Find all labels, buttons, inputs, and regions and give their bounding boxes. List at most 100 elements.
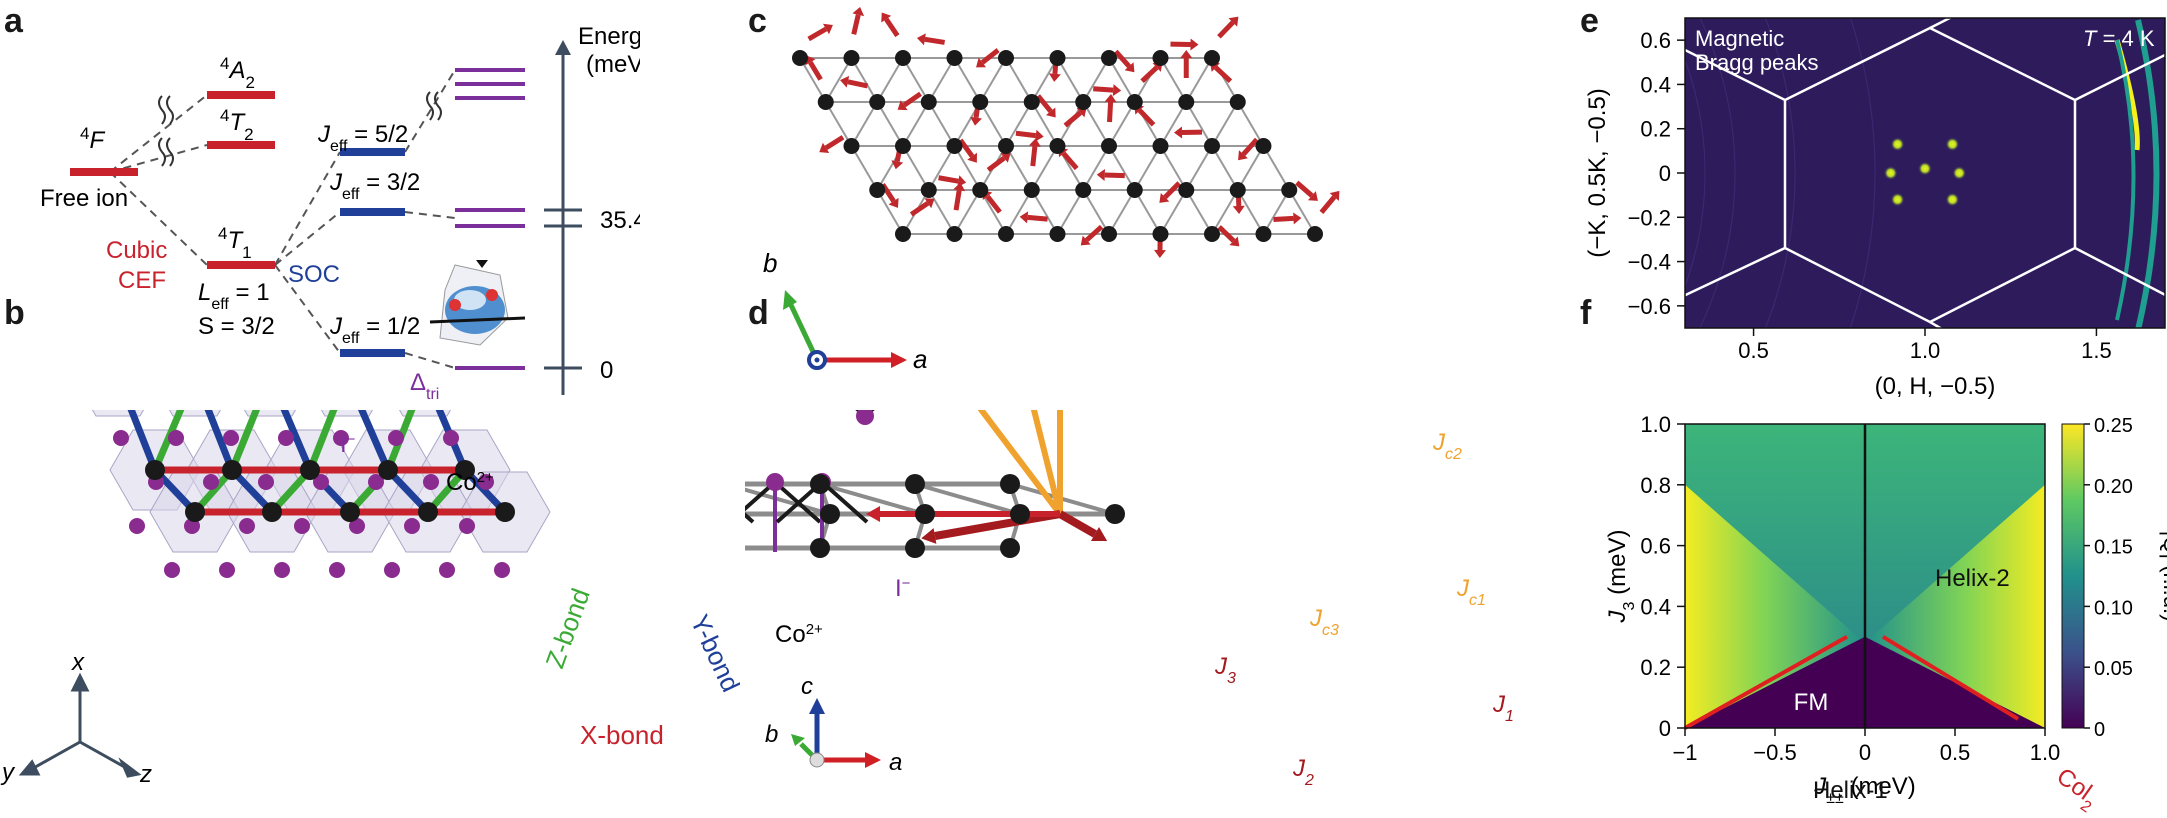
spin-arrowhead	[976, 57, 987, 68]
soc-label: SOC	[288, 261, 340, 288]
cobalt-atom	[920, 94, 937, 110]
lattice-edge	[1056, 189, 1085, 235]
svg-text:Jeff = 5/2: Jeff = 5/2	[317, 121, 408, 155]
cobalt-atom	[920, 182, 937, 198]
svg-text:4T1: 4T1	[218, 224, 252, 262]
col2-label: Col2	[2048, 763, 2104, 816]
cobalt-atom	[946, 138, 963, 154]
spin-arrow	[1241, 137, 1259, 156]
spin-arrow	[902, 91, 922, 108]
spin-arrow	[924, 36, 946, 45]
cobalt-atom	[1049, 50, 1066, 66]
cobalt-atom	[1049, 138, 1066, 154]
e-ytick-label: −0.2	[1628, 205, 1671, 230]
spin-arrow	[986, 155, 1006, 172]
spin-arrow	[1319, 195, 1337, 214]
lattice-edge	[1185, 189, 1213, 235]
axis-break-icon	[158, 91, 442, 167]
spin-arrow	[1273, 215, 1294, 222]
iodine-atom	[278, 430, 294, 446]
lattice-edge	[876, 101, 904, 147]
e-ytick-label: −0.4	[1628, 250, 1671, 275]
f-xlabel: J±± (meV)	[1813, 773, 1916, 807]
lattice-edge	[979, 101, 1007, 147]
lattice-edge	[1211, 189, 1239, 235]
octahedron	[168, 410, 222, 417]
svg-text:z: z	[139, 761, 152, 788]
lattice-edge	[1082, 189, 1110, 235]
lattice-edge	[819, 482, 926, 516]
helix1-label: Helix-1	[1813, 777, 1888, 804]
cobalt-atom	[1023, 182, 1040, 198]
spin-arrow	[1085, 224, 1104, 242]
cobalt-atom	[905, 474, 925, 494]
spin-arrow	[884, 17, 900, 38]
cobalt-atom	[792, 50, 808, 66]
svg-text:4T2: 4T2	[220, 106, 254, 144]
spin-arrow	[1295, 180, 1314, 198]
spin-arrowhead	[967, 152, 977, 163]
y-bond	[280, 410, 314, 472]
spin-arrowhead	[822, 23, 833, 35]
svg-text:Jeff = 1/2: Jeff = 1/2	[329, 313, 420, 347]
cobalt-atom	[1000, 474, 1020, 494]
region-fm	[1685, 636, 1865, 728]
spin-arrow	[1217, 20, 1235, 39]
svg-text:x: x	[71, 649, 85, 676]
svg-text:a: a	[913, 344, 927, 374]
iodine-atom	[439, 562, 455, 578]
panel-label-b: b	[4, 294, 25, 332]
f-ytick-label: 0.4	[1640, 594, 1671, 619]
cobalt-atom	[1255, 138, 1272, 154]
cobalt-atom	[418, 502, 438, 522]
iodine-atom	[459, 518, 475, 534]
abc-axes-icon	[791, 698, 881, 768]
spin-arrow	[958, 138, 975, 158]
iodine-atom	[113, 430, 129, 446]
spin-arrowhead	[1293, 212, 1302, 225]
cobalt-atom	[1152, 138, 1169, 154]
lattice-edge	[1030, 145, 1059, 191]
cobalt-atom	[895, 50, 911, 66]
lattice-edge	[1262, 189, 1291, 235]
f-xtick-label: 1.0	[2030, 740, 2061, 765]
boundary-helix1-fm	[1684, 635, 1848, 730]
j2-arrow-head	[921, 528, 937, 544]
lattice-edge	[1185, 101, 1213, 147]
panel-label-d: d	[748, 294, 769, 332]
svg-text:J2: J2	[1292, 755, 1314, 789]
exchange-paths-lattice: a c b I− Co2+ Jc2 Jc3 Jc1 J1 J2 J3	[745, 410, 1514, 789]
boundary-col2-fm	[1881, 635, 2020, 721]
e-xtick-label: 0.5	[1738, 338, 1769, 363]
svg-text:Jc3: Jc3	[1309, 605, 1339, 639]
cobalt-atom	[1126, 182, 1143, 198]
e-ytick-label: 0.4	[1640, 72, 1671, 97]
lattice-edge	[824, 57, 853, 103]
lattice-edge	[914, 482, 1021, 516]
spin-arrow	[938, 175, 959, 184]
lattice-edge	[850, 101, 879, 147]
iodine-atom	[294, 518, 310, 534]
svg-text:I−: I−	[895, 575, 911, 603]
cobalt-atom	[1178, 94, 1195, 110]
x-bond-label: X-bond	[580, 720, 664, 750]
octahedron	[91, 410, 145, 417]
cbar-tick-label: 0.25	[2094, 415, 2133, 437]
cubic-label: Cubic	[106, 237, 167, 264]
z-bond	[306, 410, 338, 472]
z-bond	[384, 410, 416, 472]
cobalt-atom	[810, 474, 830, 494]
e-ytick-label: 0	[1659, 161, 1671, 186]
spin-arrowhead	[1104, 94, 1117, 103]
e-ylabel: (−K, 0.5K, −0.5)	[1584, 88, 1611, 257]
cobalt-atom	[869, 94, 886, 110]
spin-arrow	[1214, 65, 1233, 84]
lattice-edge	[1133, 189, 1162, 235]
j3-arrow-head	[866, 506, 880, 522]
lattice-edge	[927, 101, 956, 147]
bragg-peak	[1918, 161, 1932, 176]
panel-label-c: c	[748, 2, 767, 40]
spin-arrowhead	[819, 142, 830, 153]
cobalt-atom	[1075, 182, 1092, 198]
spin-arrowhead	[1000, 153, 1011, 163]
